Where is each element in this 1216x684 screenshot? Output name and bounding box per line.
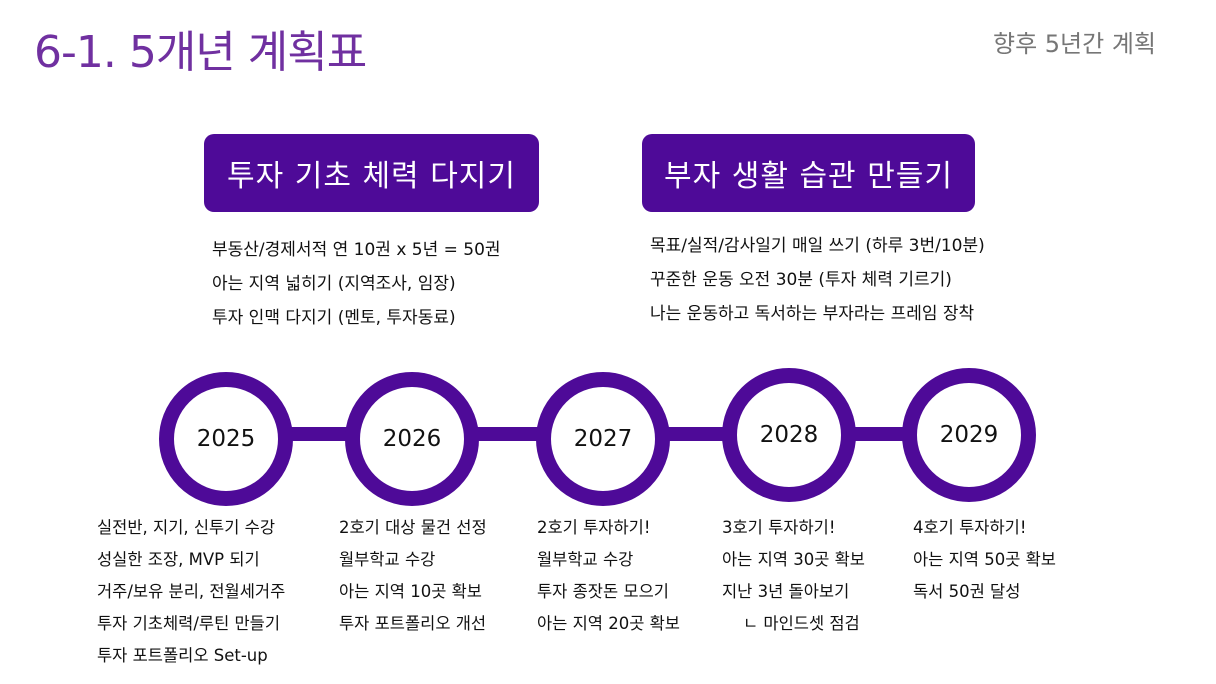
goal-item: 아는 지역 넓히기 (지역조사, 임장) (212, 274, 456, 294)
year-plan-2026: 2호기 대상 물건 선정 월부학교 수강 아는 지역 10곳 확보 투자 포트폴… (339, 512, 487, 640)
plan-item: 월부학교 수강 (339, 550, 436, 569)
goal-item: 나는 운동하고 독서하는 부자라는 프레임 장착 (650, 304, 975, 324)
goal-box-habits: 부자 생활 습관 만들기 (642, 134, 975, 212)
year-circle-2026: 2026 (345, 372, 479, 506)
plan-item: 실전반, 지기, 신투기 수강 (97, 518, 276, 537)
plan-item: 투자 포트폴리오 Set-up (97, 646, 268, 665)
plan-item: 아는 지역 20곳 확보 (537, 614, 680, 633)
plan-item: 아는 지역 30곳 확보 (722, 550, 865, 569)
plan-item: 아는 지역 10곳 확보 (339, 582, 482, 601)
plan-item: ㄴ 마인드셋 점검 (722, 614, 860, 633)
page-title: 6-1. 5개년 계획표 (34, 27, 367, 78)
plan-item: 투자 포트폴리오 개선 (339, 614, 487, 633)
year-circle-2027: 2027 (536, 372, 670, 506)
year-plan-2028: 3호기 투자하기! 아는 지역 30곳 확보 지난 3년 돌아보기 ㄴ 마인드셋… (722, 512, 865, 640)
goal-list-foundation: 부동산/경제서적 연 10권 x 5년 = 50권 아는 지역 넓히기 (지역조… (212, 233, 501, 335)
plan-item: 거주/보유 분리, 전월세거주 (97, 582, 286, 601)
page-subtitle: 향후 5년간 계획 (993, 30, 1157, 58)
goal-item: 꾸준한 운동 오전 30분 (투자 체력 기르기) (650, 270, 952, 290)
year-circle-2028: 2028 (722, 368, 856, 502)
plan-item: 2호기 대상 물건 선정 (339, 518, 487, 537)
plan-item: 월부학교 수강 (537, 550, 634, 569)
goal-list-habits: 목표/실적/감사일기 매일 쓰기 (하루 3번/10분) 꾸준한 운동 오전 3… (650, 229, 985, 331)
year-circle-2029: 2029 (902, 368, 1036, 502)
plan-item: 투자 기초체력/루틴 만들기 (97, 614, 281, 633)
plan-item: 지난 3년 돌아보기 (722, 582, 850, 601)
goal-item: 부동산/경제서적 연 10권 x 5년 = 50권 (212, 240, 501, 260)
plan-item: 투자 종잣돈 모으기 (537, 582, 669, 601)
year-circle-2025: 2025 (159, 372, 293, 506)
plan-item: 성실한 조장, MVP 되기 (97, 550, 260, 569)
plan-item: 3호기 투자하기! (722, 518, 836, 537)
plan-item: 4호기 투자하기! (913, 518, 1027, 537)
plan-item: 아는 지역 50곳 확보 (913, 550, 1056, 569)
year-plan-2025: 실전반, 지기, 신투기 수강 성실한 조장, MVP 되기 거주/보유 분리,… (97, 512, 285, 672)
year-plan-2027: 2호기 투자하기! 월부학교 수강 투자 종잣돈 모으기 아는 지역 20곳 확… (537, 512, 680, 640)
plan-item: 2호기 투자하기! (537, 518, 651, 537)
goal-box-foundation: 투자 기초 체력 다지기 (204, 134, 539, 212)
goal-item: 목표/실적/감사일기 매일 쓰기 (하루 3번/10분) (650, 236, 985, 256)
plan-item: 독서 50권 달성 (913, 582, 1021, 601)
goal-item: 투자 인맥 다지기 (멘토, 투자동료) (212, 308, 456, 328)
year-plan-2029: 4호기 투자하기! 아는 지역 50곳 확보 독서 50권 달성 (913, 512, 1056, 608)
